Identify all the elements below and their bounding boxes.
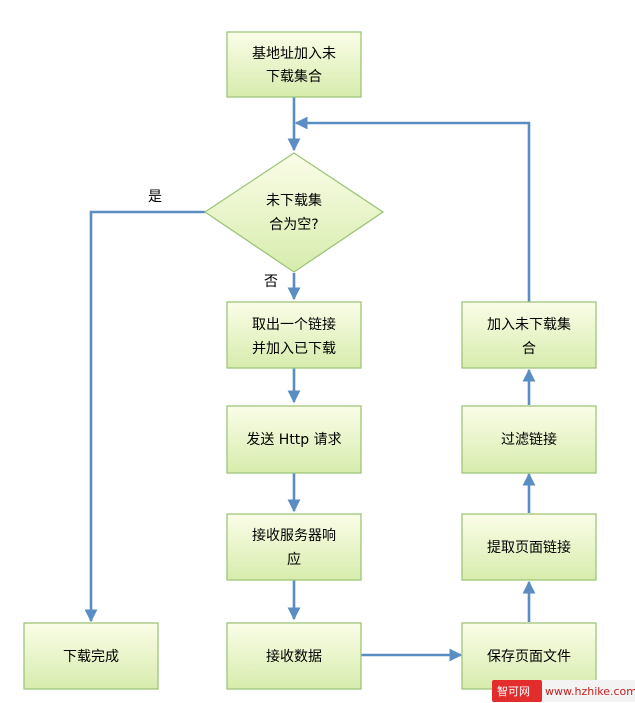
node-decision-line-1: 未下载集: [266, 192, 322, 209]
node-receive-response-line-1: 接收服务器响: [252, 527, 336, 544]
watermark-url-bg: [542, 680, 635, 702]
node-start-line-1: 基地址加入未: [252, 45, 336, 62]
watermark-site: 智可网: [497, 684, 530, 698]
node-extract-links: 提取页面链接: [461, 513, 597, 581]
node-take-link-line-2: 并加入已下载: [252, 341, 336, 357]
node-start-line-2: 下载集合: [266, 68, 322, 85]
node-add-to-pending-line-1: 加入未下载集: [487, 316, 571, 333]
node-receive-response: 接收服务器响 应: [226, 513, 362, 581]
node-save-page-line-1: 保存页面文件: [487, 649, 571, 665]
node-start: 基地址加入未 下载集合: [226, 31, 362, 98]
node-add-to-pending-line-2: 合: [522, 341, 536, 357]
watermark-url: www.hzhike.com: [545, 685, 635, 698]
edge-label-yes: 是: [148, 189, 162, 205]
edge-add-loop-back: [294, 116, 531, 302]
node-decision: 未下载集 合为空?: [203, 152, 385, 273]
node-add-to-pending: 加入未下载集 合: [461, 301, 597, 369]
edge-decision-yes-to-done: [84, 210, 205, 623]
node-receive-data-line-1: 接收数据: [266, 648, 322, 665]
watermark: 智可网 www.hzhike.com: [492, 680, 635, 702]
node-send-request: 发送 Http 请求: [226, 405, 362, 474]
node-take-link-line-1: 取出一个链接: [252, 316, 336, 333]
node-receive-response-line-2: 应: [287, 551, 301, 568]
node-filter-links-line-1: 过滤链接: [501, 431, 557, 448]
node-receive-data: 接收数据: [226, 622, 362, 690]
edge-label-no: 否: [264, 274, 278, 290]
node-download-done-line-1: 下载完成: [63, 649, 119, 665]
edges: [84, 97, 536, 662]
watermark-badge: [492, 680, 542, 702]
node-download-done: 下载完成: [23, 622, 159, 690]
node-save-page: 保存页面文件: [461, 622, 597, 690]
node-extract-links-line-1: 提取页面链接: [487, 539, 571, 556]
node-decision-line-2: 合为空?: [269, 217, 318, 233]
node-send-request-line-1: 发送 Http 请求: [246, 432, 341, 448]
node-take-link: 取出一个链接 并加入已下载: [226, 301, 362, 369]
node-filter-links: 过滤链接: [461, 405, 597, 474]
